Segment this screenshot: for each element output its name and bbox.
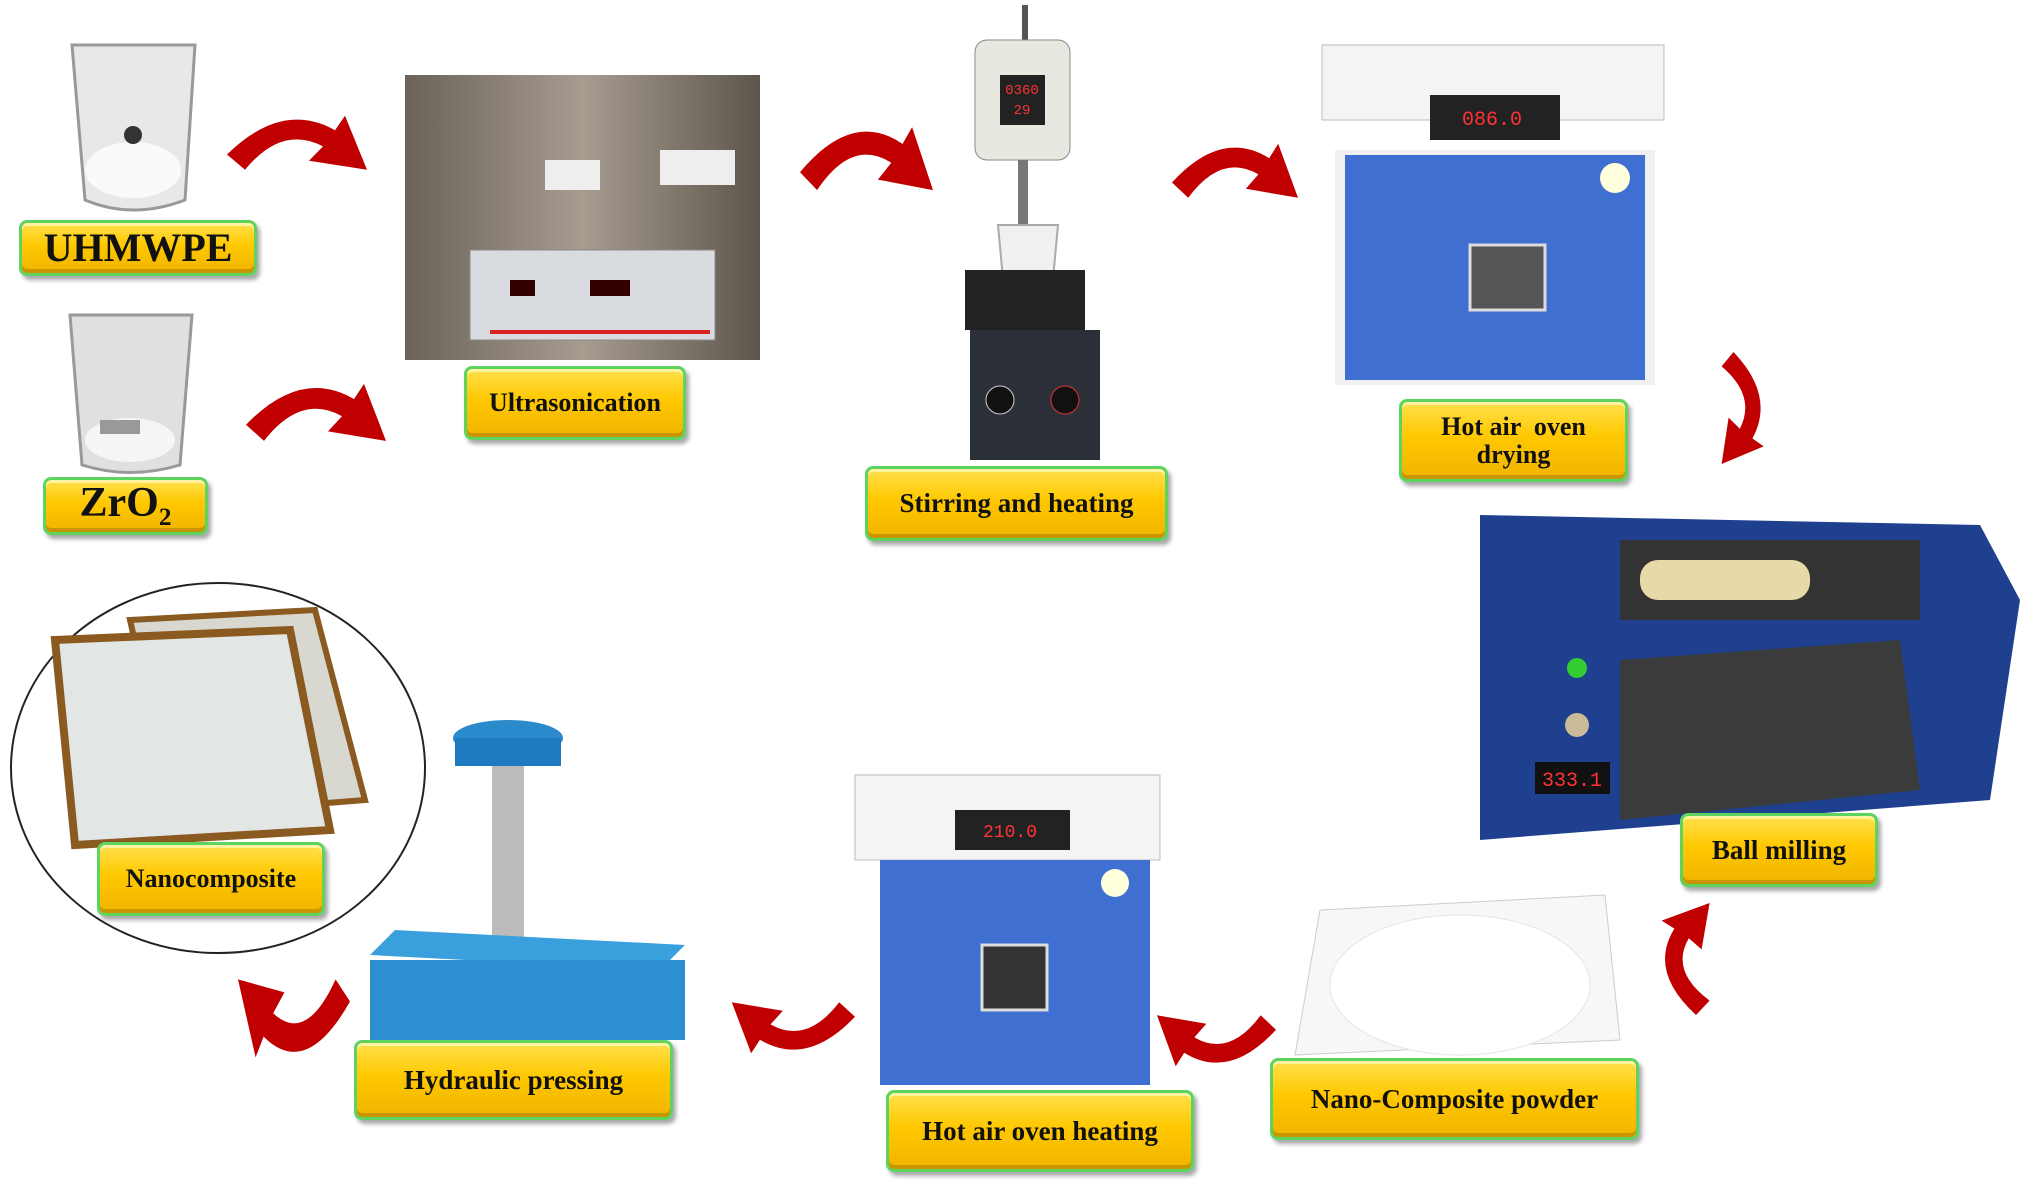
label-hydraulic-pressing: Hydraulic pressing bbox=[354, 1040, 673, 1120]
ball-mill-photo: 333.1 bbox=[1480, 515, 2020, 840]
ball-mill-display: 333.1 bbox=[1542, 770, 1602, 793]
curved-arrow-icon bbox=[238, 979, 350, 1058]
label-stirring-and-heating: Stirring and heating bbox=[865, 466, 1168, 541]
label-text: Nanocomposite bbox=[125, 864, 297, 894]
hydraulic-press-photo bbox=[370, 720, 685, 1040]
curved-arrow-icon bbox=[227, 115, 367, 170]
label-text: Nano-Composite powder bbox=[1310, 1083, 1599, 1114]
stirrer-display-bottom: 29 bbox=[1014, 103, 1031, 119]
label-hot-air-oven-drying: Hot air oven drying bbox=[1399, 399, 1628, 482]
label-ball-milling: Ball milling bbox=[1680, 813, 1878, 887]
label-text: Hydraulic pressing bbox=[403, 1064, 624, 1095]
label-text: Hot air oven drying bbox=[1441, 412, 1593, 469]
hot-air-oven-heating-photo: 210.0 bbox=[854, 774, 1161, 1085]
curved-arrow-icon bbox=[731, 1002, 855, 1054]
label-ultrasonication: Ultrasonication bbox=[464, 366, 686, 440]
label-nano-composite-powder: Nano-Composite powder bbox=[1270, 1058, 1639, 1140]
label-text: Stirring and heating bbox=[899, 488, 1134, 519]
label-text: Ultrasonication bbox=[489, 388, 661, 418]
nano-composite-powder-photo bbox=[1294, 894, 1621, 1056]
label-text: Hot air oven heating bbox=[922, 1115, 1158, 1146]
stirrer-hotplate-photo: 0360 29 bbox=[965, 5, 1100, 460]
nanocomposite-circle bbox=[10, 582, 426, 954]
oven-drying-display: 086.0 bbox=[1462, 109, 1522, 132]
label-text: UHMWPE bbox=[43, 225, 233, 270]
uhmwpe-beaker-photo bbox=[70, 43, 197, 212]
label-zro2: ZrO2 bbox=[43, 477, 208, 535]
nanocomposite-sheet-photo bbox=[50, 606, 369, 850]
curved-arrow-icon bbox=[1721, 352, 1764, 464]
curved-arrow-icon bbox=[800, 127, 933, 191]
label-nanocomposite: Nanocomposite bbox=[97, 842, 325, 916]
label-hot-air-oven-heating: Hot air oven heating bbox=[886, 1090, 1194, 1172]
zro2-beaker-photo bbox=[68, 313, 194, 474]
oven-heating-display: 210.0 bbox=[983, 823, 1037, 843]
curved-arrow-icon bbox=[1172, 143, 1298, 198]
curved-arrow-icon bbox=[246, 383, 386, 441]
ultrasonic-cleaner-photo bbox=[405, 75, 760, 360]
curved-arrow-icon bbox=[1661, 903, 1710, 1015]
label-uhmwpe: UHMWPE bbox=[19, 220, 257, 276]
hot-air-oven-drying-photo: 086.0 bbox=[1321, 44, 1665, 385]
label-text: ZrO2 bbox=[79, 479, 172, 531]
curved-arrow-icon bbox=[1157, 1015, 1276, 1067]
stirrer-display-top: 0360 bbox=[1005, 83, 1039, 99]
label-text: Ball milling bbox=[1711, 834, 1847, 865]
